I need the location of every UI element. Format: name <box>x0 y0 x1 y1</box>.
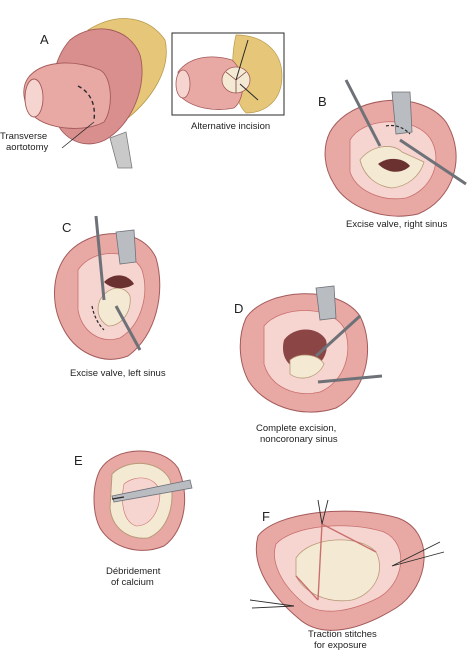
panel-b-retractor <box>391 91 413 135</box>
panel-f-annulus-opening <box>295 539 380 602</box>
panel-d-forceps <box>314 314 362 358</box>
panel-e-caption-line-2: of calcium <box>111 577 154 588</box>
panel-c-scissors <box>114 305 142 351</box>
panel-f-commissure-posts <box>295 523 377 601</box>
panel-a-inset-instrument <box>235 39 249 81</box>
panel-a-inset-instrument-2 <box>239 83 259 101</box>
panel-e-letter: E <box>74 453 83 468</box>
panel-c-cut-line <box>91 305 105 331</box>
panel-f-stitch-left <box>249 599 295 609</box>
panel-c-orifice <box>104 275 134 289</box>
panel-f-letter: F <box>262 509 270 524</box>
panel-b-forceps <box>344 79 382 147</box>
panel-a-inset-caption: Alternative incision <box>191 121 270 132</box>
panel-f: F Traction stitches for exposure <box>249 499 445 651</box>
panel-a-callout-line-2: aortotomy <box>6 142 48 153</box>
panel-f-caption-line-1: Traction stitches <box>308 629 377 640</box>
panel-a-inset <box>171 32 285 116</box>
panel-b-letter: B <box>318 94 327 109</box>
panel-c-letter: C <box>62 220 71 235</box>
panel-a-inset-aorta-end <box>175 69 191 99</box>
panel-d-leaflet-remnant <box>289 354 325 379</box>
panel-a-vessel <box>109 131 133 169</box>
panel-c: C Excise valve, left sinus <box>54 215 166 379</box>
panel-a-incision-line <box>77 85 96 121</box>
panel-d-retractor <box>315 285 337 321</box>
panel-f-stitch-right <box>391 541 445 567</box>
panel-b: B Excise valve, right sinus <box>318 79 467 230</box>
panel-a-aorta-end <box>24 78 44 118</box>
panel-d-letter: D <box>234 301 243 316</box>
panel-a-inset-commissures <box>225 71 247 93</box>
panel-a: A Transverse aortotomy Alternative incis… <box>0 18 285 169</box>
panel-c-forceps <box>94 215 106 301</box>
panel-b-scissors <box>399 138 467 186</box>
panel-a-letter: A <box>40 32 49 47</box>
panel-c-retractor <box>115 229 137 265</box>
panel-a-callout-line-1: Transverse <box>0 131 47 142</box>
panel-c-caption: Excise valve, left sinus <box>70 368 166 379</box>
panel-e: E Débridement of calcium <box>74 450 193 588</box>
panel-d: D Complete excision, noncoronary sinus <box>234 285 383 445</box>
panel-b-caption: Excise valve, right sinus <box>346 219 448 230</box>
panel-e-rongeur-hinge <box>111 496 125 500</box>
panel-d-caption-line-1: Complete excision, <box>256 423 336 434</box>
panel-f-caption-line-2: for exposure <box>314 640 367 651</box>
panel-f-stitch-top <box>317 499 329 525</box>
panel-b-cut-line <box>385 124 411 135</box>
panel-d-caption-line-2: noncoronary sinus <box>260 434 338 445</box>
panel-d-scissors <box>317 374 383 384</box>
panel-a-callout-leader <box>61 121 95 149</box>
panel-e-caption-line-1: Débridement <box>106 566 161 577</box>
panel-b-dark-orifice <box>378 158 410 172</box>
panel-e-rongeur <box>111 479 193 503</box>
